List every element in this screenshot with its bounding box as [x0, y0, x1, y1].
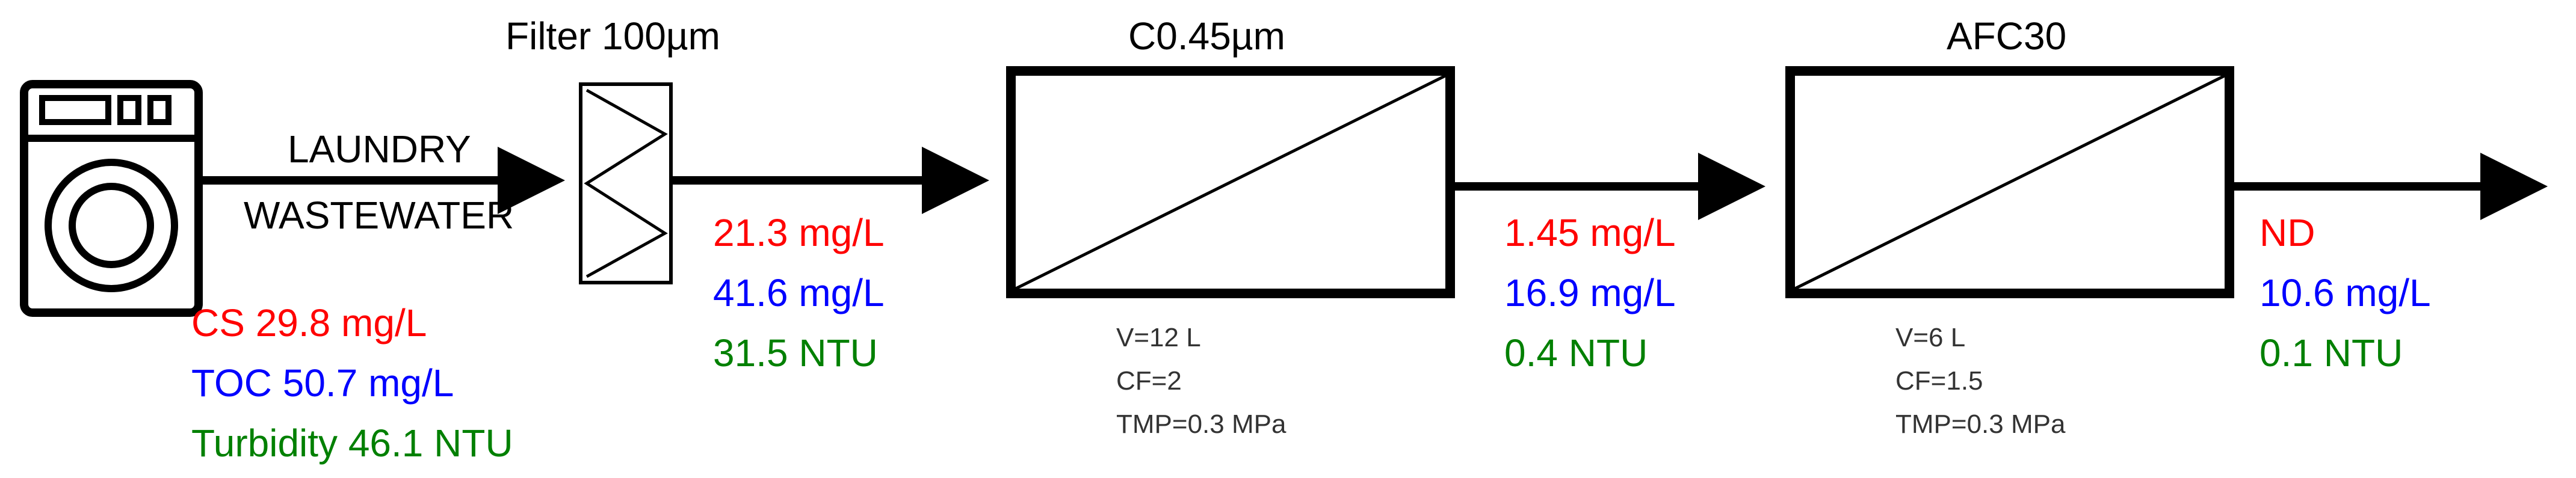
- stream-1-toc: 41.6 mg/L: [713, 271, 885, 314]
- membrane-1-tmp: TMP=0.3 MPa: [1116, 409, 1286, 439]
- source-label-line-1: LAUNDRY: [288, 127, 471, 171]
- stream-1-turbidity: 31.5 NTU: [713, 331, 878, 375]
- membrane-1-volume: V=12 L: [1116, 323, 1201, 352]
- stream-2-turbidity: 0.4 NTU: [1504, 331, 1648, 375]
- membrane-1-cf: CF=2: [1116, 366, 1182, 396]
- membrane-2-cf: CF=1.5: [1895, 366, 1983, 396]
- stream-0-turbidity: Turbidity 46.1 NTU: [191, 421, 513, 465]
- membrane-1-label: C0.45µm: [1128, 14, 1285, 58]
- washing-machine-icon: [20, 80, 203, 317]
- stream-3-cs: ND: [2259, 211, 2315, 254]
- stream-0-toc: TOC 50.7 mg/L: [191, 361, 454, 405]
- source-label-line-2: WASTEWATER: [244, 194, 514, 237]
- stream-1-cs: 21.3 mg/L: [713, 211, 885, 254]
- stream-3-turbidity: 0.1 NTU: [2259, 331, 2403, 375]
- stream-2-cs: 1.45 mg/L: [1504, 211, 1676, 254]
- stream-2-toc: 16.9 mg/L: [1504, 271, 1676, 314]
- filter-symbol: [579, 82, 673, 284]
- membrane-2-tmp: TMP=0.3 MPa: [1895, 409, 2066, 439]
- membrane-2-volume: V=6 L: [1895, 323, 1966, 352]
- filter-label: Filter 100µm: [505, 14, 720, 58]
- membrane-1-symbol: [1006, 66, 1455, 298]
- stream-0-cs: CS 29.8 mg/L: [191, 301, 427, 345]
- stream-3-toc: 10.6 mg/L: [2259, 271, 2431, 314]
- membrane-2-symbol: [1785, 66, 2234, 298]
- membrane-2-label: AFC30: [1947, 14, 2067, 58]
